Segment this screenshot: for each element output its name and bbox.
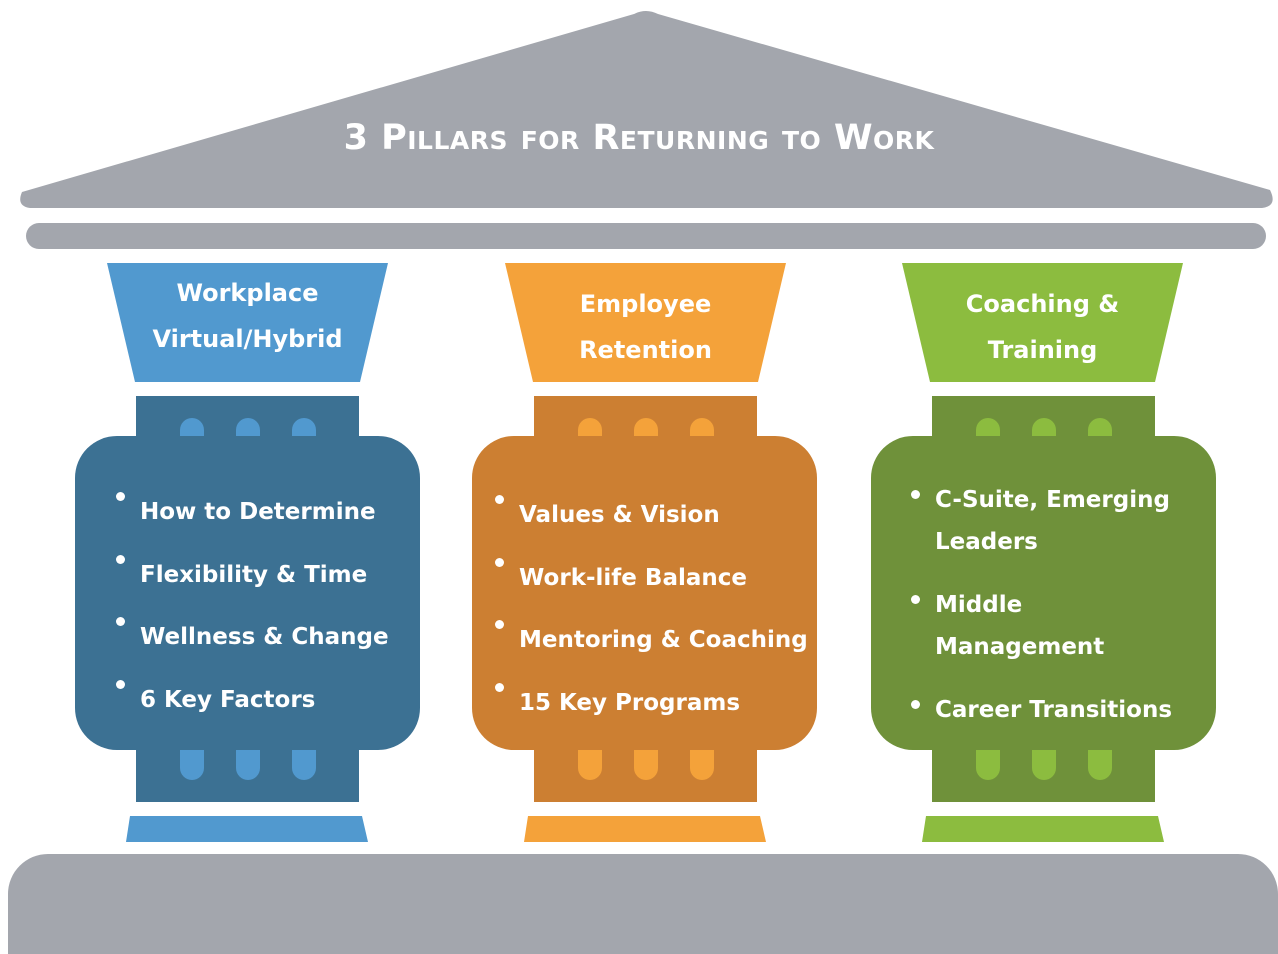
flute-bottom-coaching	[976, 750, 1112, 780]
pillar-list-coaching: C-Suite, Emerging Leaders Middle Managem…	[909, 479, 1199, 731]
pillar-list-retention: Values & Vision Work-life Balance Mentor…	[493, 484, 813, 734]
beam	[26, 223, 1266, 249]
plinth-retention	[524, 816, 766, 842]
shaft-retention	[472, 436, 817, 750]
list-item: How to Determine	[114, 481, 414, 544]
pillar-header-retention: Employee Retention	[505, 281, 786, 373]
list-item: 15 Key Programs	[493, 672, 813, 735]
capital-coaching	[902, 263, 1183, 382]
capital-workplace	[107, 263, 388, 382]
capital-retention	[505, 263, 786, 382]
list-item: 6 Key Factors	[114, 669, 414, 732]
shaft-workplace	[75, 436, 420, 750]
plinth-coaching	[922, 816, 1164, 842]
diagram-title: 3 Pillars for Returning to Work	[343, 118, 935, 158]
list-item: Middle Management	[909, 584, 1199, 668]
roof	[20, 11, 1273, 208]
flute-top-workplace	[180, 418, 316, 436]
pillar-header-workplace: Workplace Virtual/Hybrid	[107, 270, 388, 362]
list-item: Work-life Balance	[493, 547, 813, 610]
shaft-coaching	[871, 436, 1216, 750]
pillar-header-line: Virtual/Hybrid	[152, 325, 343, 353]
pillar-header-line: Coaching &	[965, 290, 1120, 318]
pillar-retention-shapes	[472, 263, 817, 842]
list-item: Flexibility & Time	[114, 544, 414, 607]
flute-bottom-retention	[578, 750, 714, 780]
pillar-workplace-shapes	[75, 263, 420, 842]
flute-top-retention	[578, 418, 714, 436]
pillar-header-line: Workplace	[176, 279, 319, 307]
pillar-coaching-shapes	[871, 263, 1216, 842]
plinth-workplace	[126, 816, 368, 842]
flute-top-coaching	[976, 418, 1112, 436]
list-item: Values & Vision	[493, 484, 813, 547]
list-item: C-Suite, Emerging Leaders	[909, 479, 1199, 563]
base	[8, 854, 1278, 954]
list-item: Mentoring & Coaching	[493, 609, 813, 672]
pillar-header-line: Employee	[579, 290, 712, 318]
pillar-header-line: Training	[987, 336, 1098, 364]
flute-bottom-workplace	[180, 750, 316, 780]
list-item: Career Transitions	[909, 689, 1199, 731]
pillar-header-coaching: Coaching & Training	[902, 281, 1183, 373]
pillar-list-workplace: How to Determine Flexibility & Time Well…	[114, 481, 414, 731]
list-item: Wellness & Change	[114, 606, 414, 669]
pillar-header-line: Retention	[579, 336, 712, 364]
